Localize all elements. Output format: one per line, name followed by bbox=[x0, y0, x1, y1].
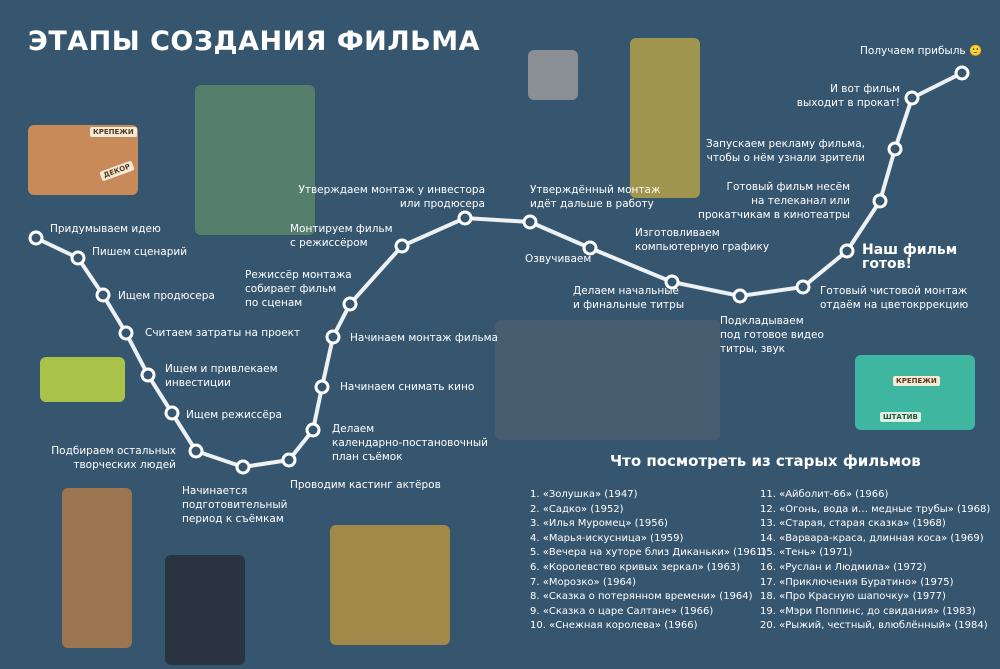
film-camera-illustration bbox=[165, 555, 245, 665]
step-label: Изготовливаем компьютерную графику bbox=[635, 227, 770, 253]
step-node bbox=[235, 459, 251, 475]
step-label: Начинается подготовительный период к съё… bbox=[182, 485, 288, 525]
film-item: 10. «Снежная королева» (1966) bbox=[530, 620, 698, 632]
film-item: 12. «Огонь, вода и… медные трубы» (1968) bbox=[760, 503, 991, 515]
step-node bbox=[839, 243, 855, 259]
film-ready-label: Наш фильм готов! bbox=[862, 242, 958, 272]
step-node bbox=[305, 422, 321, 438]
step-label: Ищем режиссёра bbox=[186, 409, 282, 421]
step-label: Озвучиваем bbox=[525, 253, 592, 265]
box-label-tripod: ШТАТИВ bbox=[880, 412, 921, 422]
film-item: 7. «Морозко» (1964) bbox=[530, 576, 637, 588]
film-item: 4. «Марья-искусница» (1959) bbox=[530, 532, 684, 544]
step-label: Начинаем снимать кино bbox=[340, 381, 475, 393]
step-label: Делаем календарно-постановочный план съё… bbox=[332, 423, 488, 463]
box-label-fasteners-2: КРЕПЕЖИ bbox=[893, 376, 940, 386]
spotlight-illustration bbox=[528, 50, 578, 100]
director-clapper-illustration bbox=[630, 38, 700, 198]
step-node bbox=[164, 405, 180, 421]
step-label: Готовый фильм несём на телеканал или про… bbox=[698, 181, 850, 221]
step-label: Монтируем фильм с режиссёром bbox=[290, 223, 393, 249]
seated-person-illustration bbox=[62, 488, 132, 648]
step-node bbox=[582, 240, 598, 256]
film-item: 3. «Илья Муромец» (1956) bbox=[530, 518, 668, 530]
step-label: Получаем прибыль 🙂 bbox=[860, 45, 983, 57]
film-item: 19. «Мэри Поппинс, до свидания» (1983) bbox=[760, 605, 976, 617]
step-label: Готовый чистовой монтаж отдаём на цветок… bbox=[820, 285, 969, 311]
step-node bbox=[872, 193, 888, 209]
step-node bbox=[664, 274, 680, 290]
film-item: 16. «Руслан и Людмила» (1972) bbox=[760, 561, 927, 573]
step-label: Утверждаем монтаж у инвестора или продюс… bbox=[298, 184, 485, 210]
step-label: Пишем сценарий bbox=[92, 246, 188, 258]
step-node bbox=[70, 250, 86, 266]
step-node bbox=[954, 65, 970, 81]
film-item: 8. «Сказка о потерянном времени» (1964) bbox=[530, 591, 753, 603]
film-item: 13. «Старая, старая сказка» (1968) bbox=[760, 518, 946, 530]
film-item: 2. «Садко» (1952) bbox=[530, 503, 624, 515]
step-node bbox=[325, 329, 341, 345]
step-node bbox=[342, 296, 358, 312]
step-node bbox=[314, 379, 330, 395]
film-item: 17. «Приключения Буратино» (1975) bbox=[760, 576, 954, 588]
films-list-2: 11. «Айболит-66» (1966) 12. «Огонь, вода … bbox=[760, 488, 990, 634]
box-label-fasteners: КРЕПЕЖИ bbox=[90, 127, 137, 137]
step-label: Начинаем монтаж фильма bbox=[350, 332, 498, 344]
step-label: Считаем затраты на проект bbox=[145, 327, 301, 339]
step-node bbox=[394, 238, 410, 254]
step-label: Подбираем остальных творческих людей bbox=[51, 445, 176, 471]
step-label: Запускаем рекламу фильма, чтобы о нём уз… bbox=[706, 138, 865, 164]
step-node bbox=[95, 287, 111, 303]
step-label: Проводим кастинг актёров bbox=[290, 479, 441, 491]
step-label: И вот фильм выходит в прокат! bbox=[796, 83, 900, 109]
step-label: Делаем начальные и финальные титры bbox=[573, 285, 685, 311]
step-node bbox=[188, 443, 204, 459]
films-heading: Что посмотреть из старых фильмов bbox=[610, 452, 921, 470]
step-node bbox=[795, 279, 811, 295]
step-node bbox=[28, 230, 44, 246]
step-node bbox=[887, 141, 903, 157]
step-node bbox=[281, 452, 297, 468]
step-label: Подкладываем под готовое видео титры, зв… bbox=[720, 315, 824, 355]
film-item: 9. «Сказка о царе Салтане» (1966) bbox=[530, 605, 714, 617]
film-item: 18. «Про Красную шапочку» (1977) bbox=[760, 591, 946, 603]
film-item: 1. «Золушка» (1947) bbox=[530, 489, 638, 500]
step-label: Придумываем идею bbox=[50, 223, 161, 235]
camera-operator-illustration bbox=[195, 85, 315, 235]
film-item: 14. «Варвара-краса, длинная коса» (1969) bbox=[760, 532, 984, 544]
costume-rack-illustration bbox=[330, 525, 450, 645]
step-node bbox=[118, 325, 134, 341]
film-item: 11. «Айболит-66» (1966) bbox=[760, 489, 889, 500]
step-label: Утверждённый монтаж идёт дальше в работу bbox=[530, 184, 661, 210]
step-node bbox=[904, 90, 920, 106]
step-node bbox=[732, 288, 748, 304]
film-item: 20. «Рыжий, честный, влюблённый» (1984) bbox=[760, 620, 988, 632]
page-title: ЭТАПЫ СОЗДАНИЯ ФИЛЬМА bbox=[28, 26, 481, 57]
camera-dolly-illustration bbox=[495, 320, 720, 440]
step-label: Ищем продюсера bbox=[118, 290, 215, 302]
films-list-1: 1. «Золушка» (1947) 2. «Садко» (1952) 3. «… bbox=[530, 488, 766, 634]
step-label: Ищем и привлекаем инвестиции bbox=[165, 363, 278, 389]
film-item: 6. «Королевство кривых зеркал» (1963) bbox=[530, 561, 741, 573]
van-illustration bbox=[40, 357, 125, 402]
step-label: Режиссёр монтажа собирает фильм по сцена… bbox=[245, 269, 352, 309]
film-item: 5. «Вечера на хуторе близ Диканьки» (196… bbox=[530, 547, 767, 559]
step-node bbox=[522, 214, 538, 230]
film-item: 15. «Тень» (1971) bbox=[760, 547, 853, 559]
step-node bbox=[140, 367, 156, 383]
step-node bbox=[457, 210, 473, 226]
